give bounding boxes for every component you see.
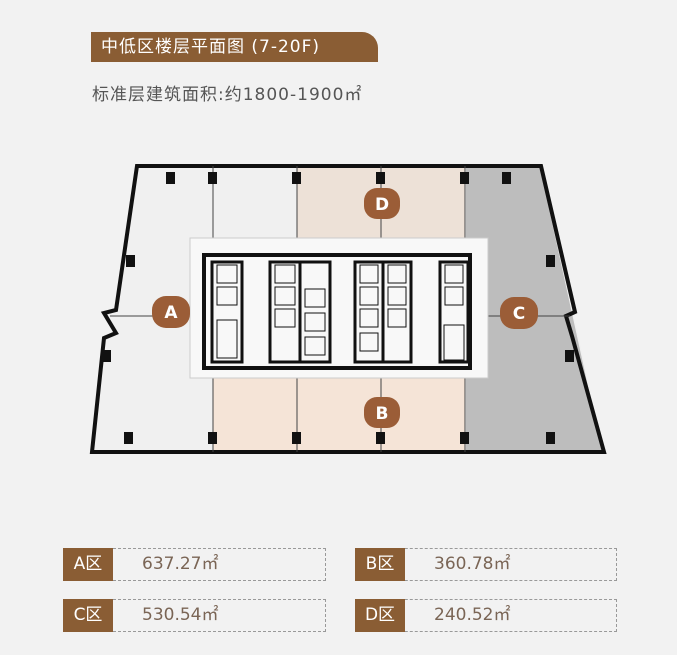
corridor bbox=[189, 237, 489, 379]
area-label: A区 bbox=[63, 548, 113, 581]
floor-area-subtitle: 标准层建筑面积:约1800-1900㎡ bbox=[92, 85, 363, 105]
zone-b-area[interactable] bbox=[213, 378, 465, 450]
area-value: 360.78㎡ bbox=[434, 554, 511, 574]
floor-plan: A B C D bbox=[89, 164, 607, 454]
outer-wall bbox=[89, 164, 607, 454]
area-label: C区 bbox=[63, 599, 113, 632]
area-value: 530.54㎡ bbox=[142, 605, 219, 625]
structural-columns bbox=[102, 172, 574, 444]
area-label: D区 bbox=[355, 599, 405, 632]
zone-badges: A B C D bbox=[152, 188, 538, 428]
page-title: 中低区楼层平面图 (7-20F) bbox=[91, 32, 378, 62]
core bbox=[202, 253, 472, 370]
zone-c-label: C bbox=[513, 304, 525, 324]
area-row-a: A区 637.27㎡ bbox=[63, 548, 326, 581]
area-label: B区 bbox=[355, 548, 405, 581]
zone-d-label: D bbox=[375, 195, 389, 215]
zone-b-label: B bbox=[376, 404, 389, 424]
area-row-b: B区 360.78㎡ bbox=[355, 548, 617, 581]
area-row-c: C区 530.54㎡ bbox=[63, 599, 326, 632]
area-row-d: D区 240.52㎡ bbox=[355, 599, 617, 632]
zone-a-label: A bbox=[164, 303, 178, 323]
area-value: 637.27㎡ bbox=[142, 554, 219, 574]
area-value: 240.52㎡ bbox=[434, 605, 511, 625]
